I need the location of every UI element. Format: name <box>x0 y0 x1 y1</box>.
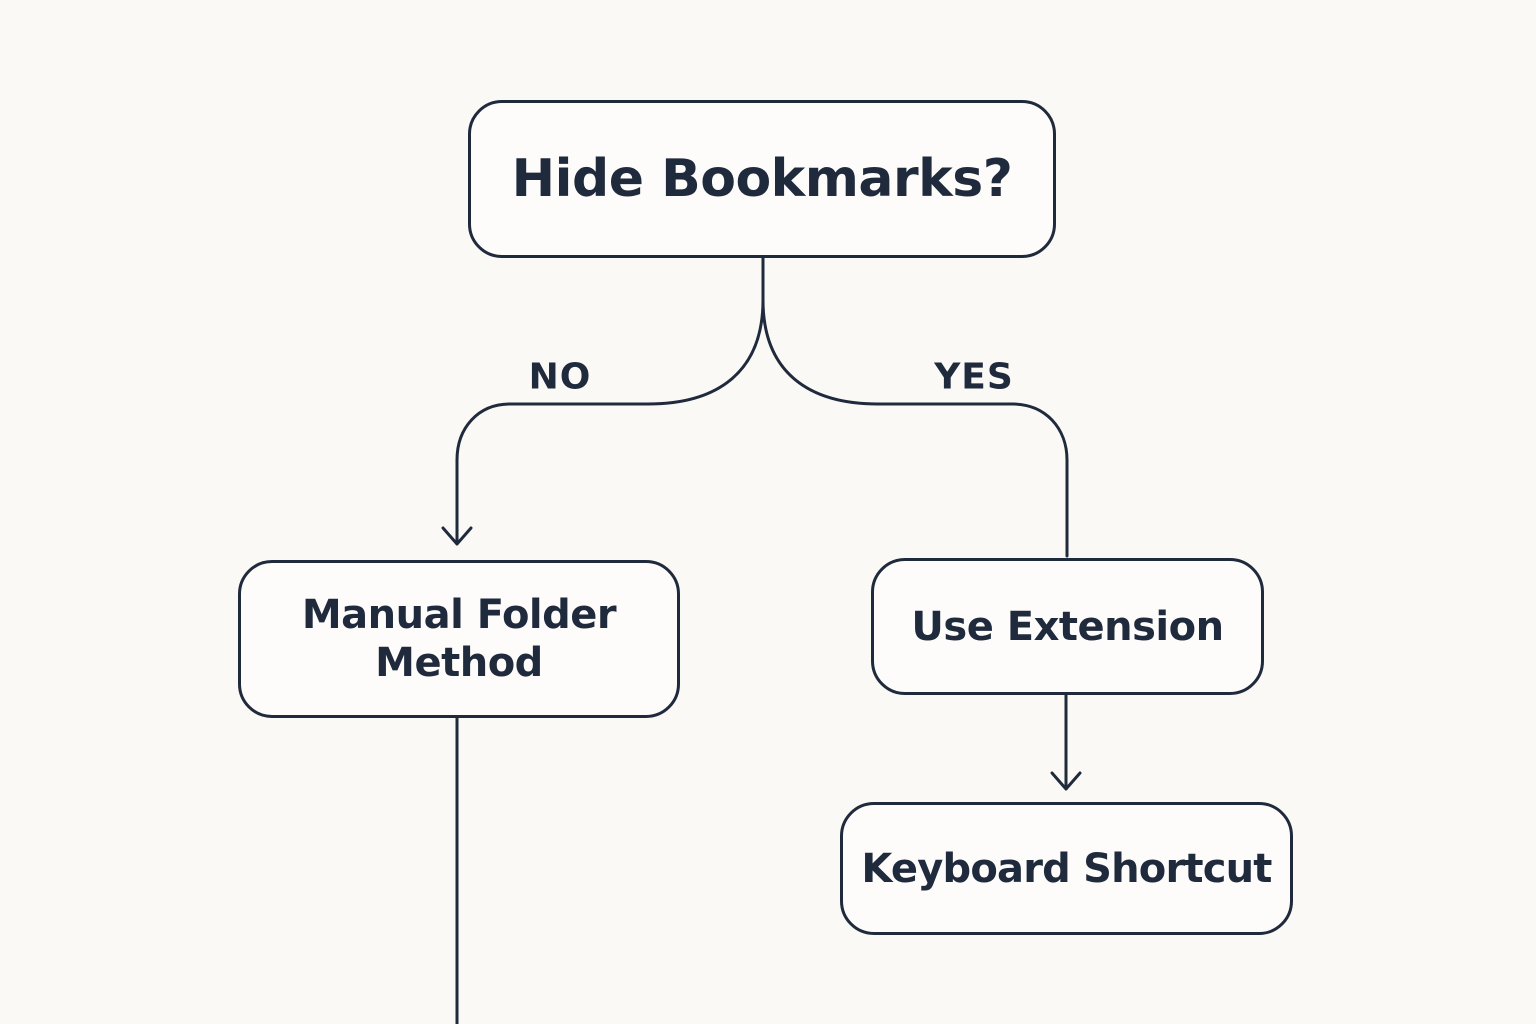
node-keyboard-shortcut: Keyboard Shortcut <box>840 802 1293 935</box>
node-manual-folder-method: Manual Folder Method <box>238 560 680 718</box>
node-label-line-2: Method <box>375 640 543 686</box>
decision-node-hide-bookmarks: Hide Bookmarks? <box>468 100 1056 258</box>
node-label: Keyboard Shortcut <box>861 845 1272 892</box>
node-label: Manual Folder Method <box>301 591 617 687</box>
node-label-line-1: Manual Folder <box>301 592 617 638</box>
node-use-extension: Use Extension <box>871 558 1264 695</box>
arrowhead-no <box>441 526 473 546</box>
connector-yes-branch <box>761 298 1069 558</box>
arrowhead-shortcut <box>1050 771 1082 791</box>
edge-label-yes: YES <box>934 356 1014 398</box>
connector-no-branch <box>455 298 765 545</box>
node-label: Use Extension <box>911 603 1224 650</box>
decision-node-label: Hide Bookmarks? <box>511 148 1013 209</box>
edge-label-no: NO <box>528 356 592 398</box>
